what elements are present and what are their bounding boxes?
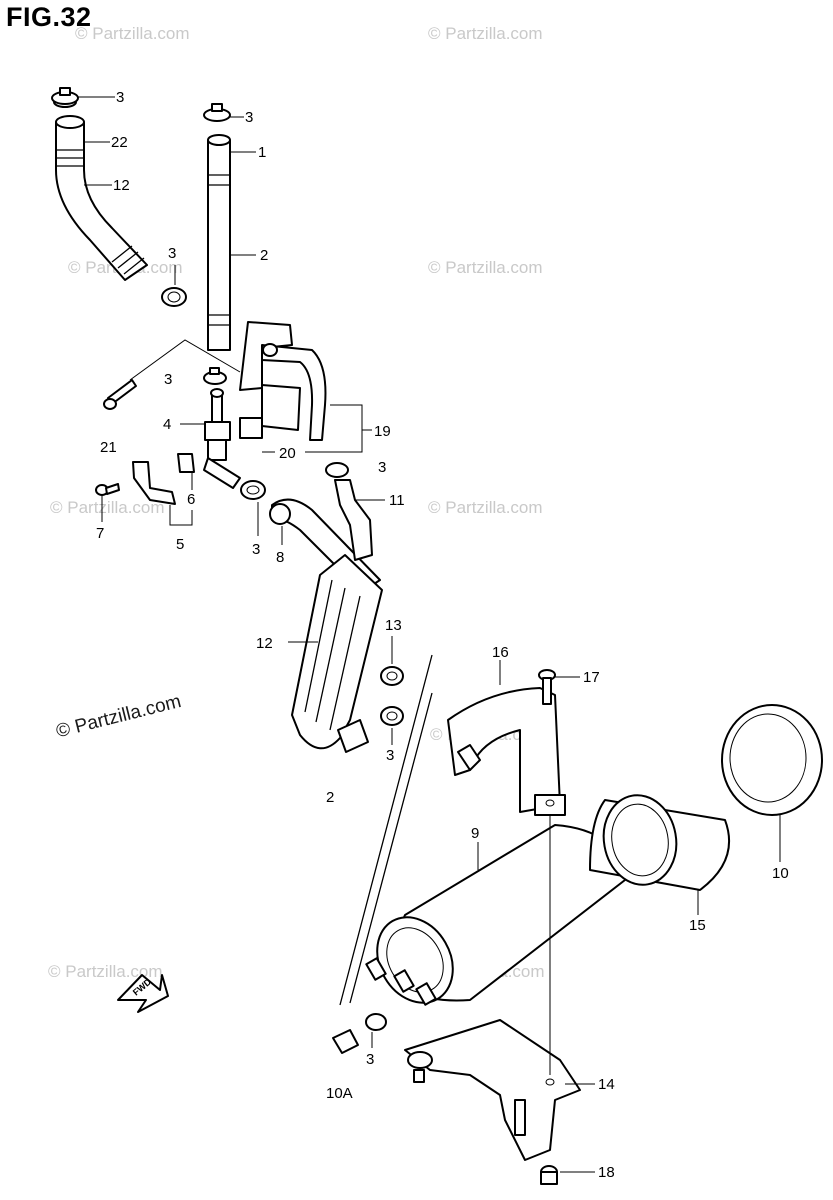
figure-title: FIG.32 [6,2,92,32]
watermark: © Partzilla.com [428,258,543,277]
callout-11: 11 [389,492,405,509]
callout-21: 21 [100,439,117,456]
callout-16: 16 [492,644,509,661]
callout-15: 15 [689,917,706,934]
callout-2: 2 [260,247,268,264]
watermark: © Partzilla.com [75,24,190,43]
callout-22: 22 [111,134,128,151]
pipe-2 [203,103,231,351]
callout-6: 6 [187,491,195,508]
hose-22 [53,96,148,281]
callout-3: 3 [252,541,260,558]
callout-3: 3 [366,1051,374,1068]
callout-3: 3 [378,459,386,476]
canister-9 [365,824,626,1006]
callout-9: 9 [471,825,479,842]
bracket-19 [239,321,327,441]
watermark: © Partzilla.com [50,498,165,517]
watermark: © Partzilla.com [428,24,543,43]
clamp-3 [380,706,404,726]
callout-13: 13 [385,617,402,634]
clamp-3 [203,367,227,385]
bracket-14 [404,1019,581,1161]
cap-10 [721,704,823,816]
watermark: © Partzilla.com [48,962,163,981]
callout-10a: 10A [326,1085,353,1102]
hose-11 [325,462,373,561]
clamp-3 [161,287,187,307]
callout-2: 2 [326,789,334,806]
bracket-5 [132,453,195,505]
callout-18: 18 [598,1164,615,1181]
part-10a [332,1013,387,1054]
callout-3: 3 [116,89,124,106]
callout-3: 3 [164,371,172,388]
watermark: © Partzilla.com [428,498,543,517]
callout-5: 5 [176,536,184,553]
callout-7: 7 [96,525,104,542]
callout-20: 20 [279,445,296,462]
nut-18 [540,1165,558,1185]
callout-17: 17 [583,669,600,686]
callout-1: 1 [258,144,266,161]
clamp-3 [240,480,266,500]
callout-12: 12 [256,635,273,652]
callout-3: 3 [245,109,253,126]
clamp-3 [51,87,79,105]
callout-14: 14 [598,1076,615,1093]
screw-7 [95,483,120,496]
clamp-13 [380,666,404,686]
bolt-17 [538,669,556,705]
callout-19: 19 [374,423,391,440]
bolt [103,379,137,410]
callout-12: 12 [113,177,130,194]
callout-10: 10 [772,865,789,882]
valve-4 [203,388,241,489]
callout-3: 3 [386,747,394,764]
tube-12 [291,554,383,753]
ring-15 [589,794,731,891]
callout-4: 4 [163,416,171,433]
fwd-arrow [117,974,169,1013]
callout-3: 3 [168,245,176,262]
strap-16 [447,687,566,816]
callout-8: 8 [276,549,284,566]
